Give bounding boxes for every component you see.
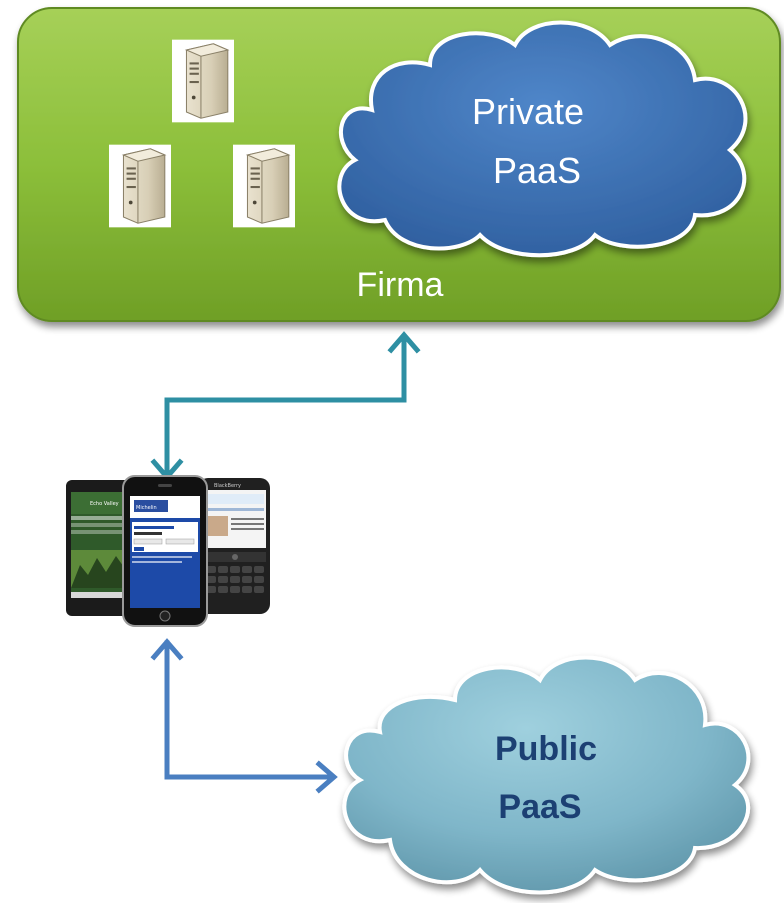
server-icon	[172, 39, 234, 123]
public-cloud-line1: Public	[495, 730, 597, 768]
arrowhead-up-icon	[150, 638, 184, 661]
mobile-devices-icon: Echo Valley BlackBerry	[66, 475, 270, 627]
public-paas-cloud: Public PaaS	[342, 655, 751, 895]
phone-right: BlackBerry	[198, 478, 270, 614]
server-icon	[109, 144, 171, 228]
connector-line-public	[164, 640, 333, 780]
phone-right-text: BlackBerry	[214, 483, 241, 489]
server-icon	[233, 144, 295, 228]
private-cloud-line1: Private	[472, 91, 584, 132]
public-cloud-shape	[342, 655, 751, 895]
private-cloud-line2: PaaS	[493, 150, 581, 191]
connector-line-firma	[164, 335, 407, 479]
arrowhead-right-icon	[315, 760, 338, 794]
public-cloud-line2: PaaS	[498, 788, 581, 826]
private-paas-cloud: Private PaaS	[337, 20, 748, 258]
arrowhead-up-icon	[387, 331, 421, 354]
private-cloud-shape	[337, 20, 748, 258]
connector-devices-public	[150, 638, 338, 794]
phone-center: Michelin	[122, 475, 208, 627]
phone-left-text: Echo Valley	[90, 501, 119, 507]
phone-center-text: Michelin	[136, 505, 157, 511]
connector-devices-firma	[150, 331, 421, 481]
firma-label: Firma	[357, 266, 444, 304]
